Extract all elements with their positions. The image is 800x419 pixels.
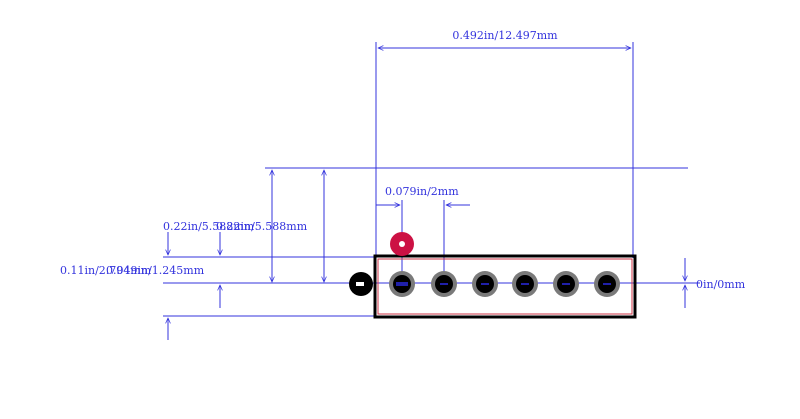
pitch-label: 0.079in/2mm [385,185,459,198]
pin1-marker-icon [390,232,414,256]
right-offset-label: 0in/0mm [696,278,746,291]
pad-6 [594,271,620,297]
height-b-label: 0.22in/5.588mm [216,220,308,233]
body-outline [373,254,637,319]
pad-2 [431,271,457,297]
pad-3 [472,271,498,297]
pad-4 [512,271,538,297]
body-inner-outline [377,258,633,315]
height-a-label: 0.22in/5.588mm [163,220,255,233]
left-a-label: 0.11in/2.794mm [60,264,152,277]
pad-5 [553,271,579,297]
overall-width-label: 0.492in/12.497mm [452,29,558,42]
left-b-label: 0.049in/1.245mm [106,264,205,277]
pad-1 [389,271,415,297]
pin1-locator-icon [349,272,373,296]
pads [389,271,620,297]
dimension-labels: 0.492in/12.497mm 0.079in/2mm 0.22in/5.58… [60,29,746,291]
